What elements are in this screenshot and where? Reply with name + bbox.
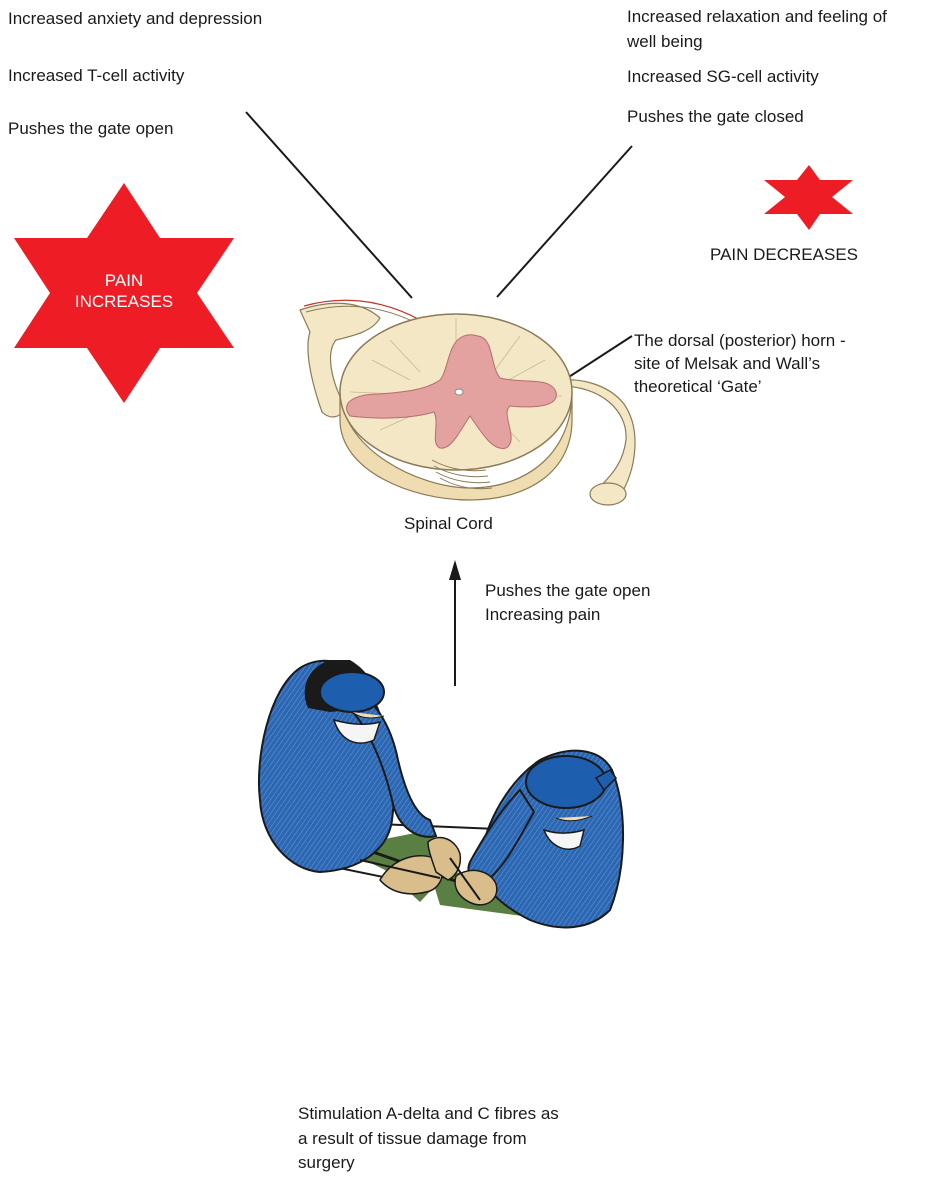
dorsal-horn-label-line1: The dorsal (posterior) horn - (634, 330, 846, 352)
pain-decreases-star (764, 165, 853, 230)
right-factor-gate-closed: Pushes the gate closed (627, 106, 804, 128)
pain-increases-line2: INCREASES (64, 291, 184, 312)
pain-increases-label: PAIN INCREASES (64, 270, 184, 312)
arrow-label-line1: Pushes the gate open (485, 580, 650, 602)
left-factor-t-cell: Increased T-cell activity (8, 65, 184, 87)
pain-decreases-label: PAIN DECREASES (710, 244, 858, 266)
connector-right (497, 146, 632, 297)
stimulation-caption-line2: a result of tissue damage from (298, 1128, 527, 1150)
arrow-label-line2: Increasing pain (485, 604, 600, 626)
upward-arrow (449, 560, 461, 686)
right-factor-relaxation: Increased relaxation and feeling of (627, 6, 887, 28)
spinal-cord-illustration (300, 300, 635, 505)
pain-increases-line1: PAIN (64, 270, 184, 291)
stimulation-caption-line1: Stimulation A-delta and C fibres as (298, 1103, 559, 1125)
spinal-cord-label: Spinal Cord (404, 513, 493, 535)
right-factor-sg-cell: Increased SG-cell activity (627, 66, 819, 88)
connector-left (246, 112, 412, 298)
left-factor-gate-open: Pushes the gate open (8, 118, 173, 140)
left-factor-anxiety: Increased anxiety and depression (8, 8, 262, 30)
stimulation-caption-line3: surgery (298, 1152, 355, 1174)
dorsal-horn-label-line2: site of Melsak and Wall’s (634, 353, 820, 375)
right-factor-relaxation-cont: well being (627, 31, 703, 53)
surgeons-illustration (259, 660, 623, 927)
dorsal-horn-label-line3: theoretical ‘Gate’ (634, 376, 762, 398)
